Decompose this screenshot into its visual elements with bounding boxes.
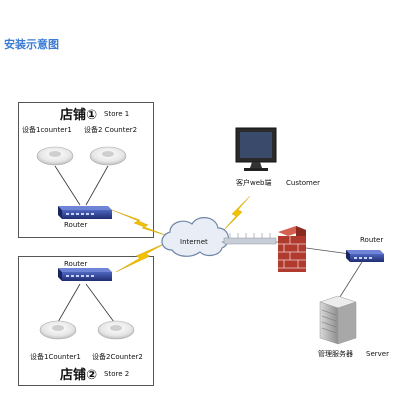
store-1-links <box>54 165 109 206</box>
store-2-links <box>57 283 115 323</box>
store-1-title: 店铺① <box>60 108 98 123</box>
store-2-device-2-label: 设备2Counter2 <box>92 353 143 361</box>
internet-label: Internet <box>180 238 208 246</box>
store-1-router-label: Router <box>64 221 88 229</box>
store-2-english-label: Store 2 <box>104 370 130 378</box>
customer-monitor-icon <box>235 127 277 171</box>
customer-label-cn: 客户web端 <box>236 179 272 187</box>
firewall-icon <box>278 226 306 272</box>
server-icon <box>319 295 357 345</box>
store-2-router-icon <box>58 268 112 281</box>
server-router-icon <box>346 250 384 262</box>
store-1-device-1-label: 设备1counter1 <box>22 126 72 134</box>
store-1-device-2-icon <box>89 146 127 166</box>
customer-label-en: Customer <box>286 179 321 187</box>
server-label-en: Server <box>366 350 389 358</box>
store-1-device-2-label: 设备2 Counter2 <box>84 126 138 134</box>
store-2-router-label: Router <box>64 260 88 268</box>
server-router-to-server-link <box>337 261 363 301</box>
store-1-device-1-icon <box>36 146 74 166</box>
internet-cloud-icon <box>161 217 229 257</box>
server-router-label: Router <box>360 236 384 244</box>
firewall-to-server-router-link <box>305 247 351 255</box>
store-1-english-label: Store 1 <box>104 110 130 118</box>
connector-bar-icon <box>223 233 277 245</box>
store-2-device-1-label: 设备1Counter1 <box>30 353 81 361</box>
diagram-heading: 安装示意图 <box>4 38 59 51</box>
lightning-store-2-to-internet-icon <box>115 241 169 273</box>
server-label-cn: 管理服务器 <box>318 350 353 358</box>
store-2-device-2-icon <box>97 320 135 340</box>
store-2-title: 店铺② <box>60 368 98 383</box>
lightning-store-1-to-internet-icon <box>111 209 169 237</box>
store-1-router-icon <box>58 206 112 219</box>
lightning-customer-to-internet-icon <box>221 195 251 233</box>
store-2-device-1-icon <box>39 320 77 340</box>
